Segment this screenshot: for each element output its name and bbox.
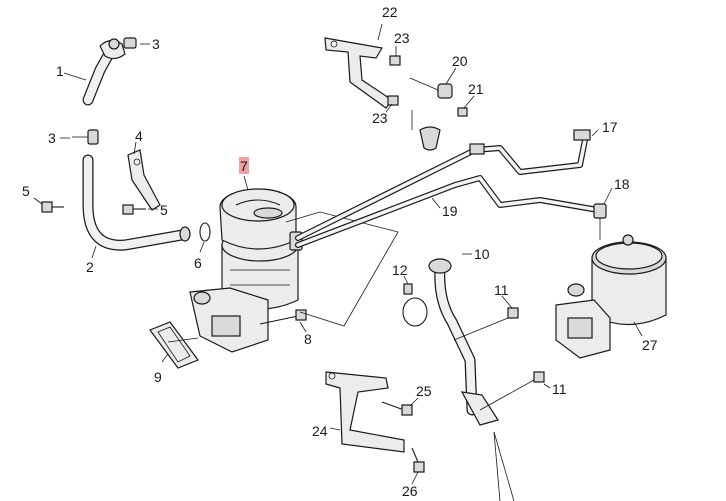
label-10: 10	[474, 246, 490, 262]
part-2-lower-hose	[82, 154, 191, 251]
label-23-upper: 23	[394, 30, 410, 46]
part-6-o-ring	[199, 222, 211, 242]
label-18: 18	[614, 176, 630, 192]
label-17: 17	[602, 119, 618, 135]
part-11-bolt-upper	[453, 307, 519, 341]
label-11-upper: 11	[494, 282, 509, 298]
part-18-fitting	[593, 203, 607, 240]
part-22-bracket	[324, 23, 441, 151]
label-21: 21	[468, 81, 484, 97]
label-22: 22	[382, 4, 398, 20]
label-5-left: 5	[22, 183, 30, 199]
part-7-canister	[189, 188, 303, 353]
label-3-lower: 3	[48, 130, 56, 146]
label-27: 27	[642, 337, 658, 353]
label-9: 9	[154, 369, 162, 385]
part-24-bracket	[325, 371, 405, 453]
label-11-lower: 11	[552, 381, 567, 397]
part-3-clamp-upper	[123, 37, 137, 49]
label-12: 12	[392, 262, 408, 278]
label-5-right: 5	[160, 202, 168, 218]
label-23-lower: 23	[372, 110, 388, 126]
label-4: 4	[135, 128, 143, 144]
part-23-bolt-upper	[389, 55, 401, 66]
label-6: 6	[194, 255, 202, 271]
leader-lines	[33, 43, 643, 485]
part-8-bolt	[259, 309, 307, 325]
part-10-elbow-hose	[428, 258, 499, 426]
label-2: 2	[86, 259, 94, 275]
label-3-upper: 3	[152, 36, 160, 52]
part-12-clamp	[402, 283, 428, 327]
highlight-marker	[239, 157, 249, 174]
part-5-bolt-right	[122, 204, 146, 215]
reference-lines-bottom	[493, 431, 515, 501]
part-17-pipe	[295, 129, 591, 241]
part-9-gasket	[149, 321, 199, 369]
part-20-valve	[409, 77, 453, 99]
part-19-pipe	[295, 175, 601, 248]
label-24: 24	[312, 423, 328, 439]
label-19: 19	[442, 203, 458, 219]
label-8: 8	[304, 331, 312, 347]
label-26: 26	[402, 483, 418, 499]
part-4-bracket	[127, 149, 161, 211]
part-3-clamp-lower	[72, 129, 99, 145]
label-25: 25	[416, 383, 432, 399]
part-1-upper-hose	[82, 38, 126, 106]
label-1: 1	[56, 63, 64, 79]
part-26-bolt	[411, 447, 425, 473]
label-20: 20	[452, 53, 468, 69]
part-5-bolt-left	[41, 201, 64, 213]
part-25-bolt	[381, 401, 413, 416]
part-27-air-cleaner	[555, 234, 667, 359]
part-11-bolt-lower	[479, 371, 545, 411]
part-21-bolt	[457, 107, 468, 117]
label-7: 7	[240, 158, 248, 174]
part-23-bolt-lower	[387, 95, 399, 106]
reference-lines	[167, 211, 399, 343]
callout-labels: 1 2 3 3 4 5 5 6 7 8 9 10 11 11 12 17 18 …	[22, 4, 658, 499]
